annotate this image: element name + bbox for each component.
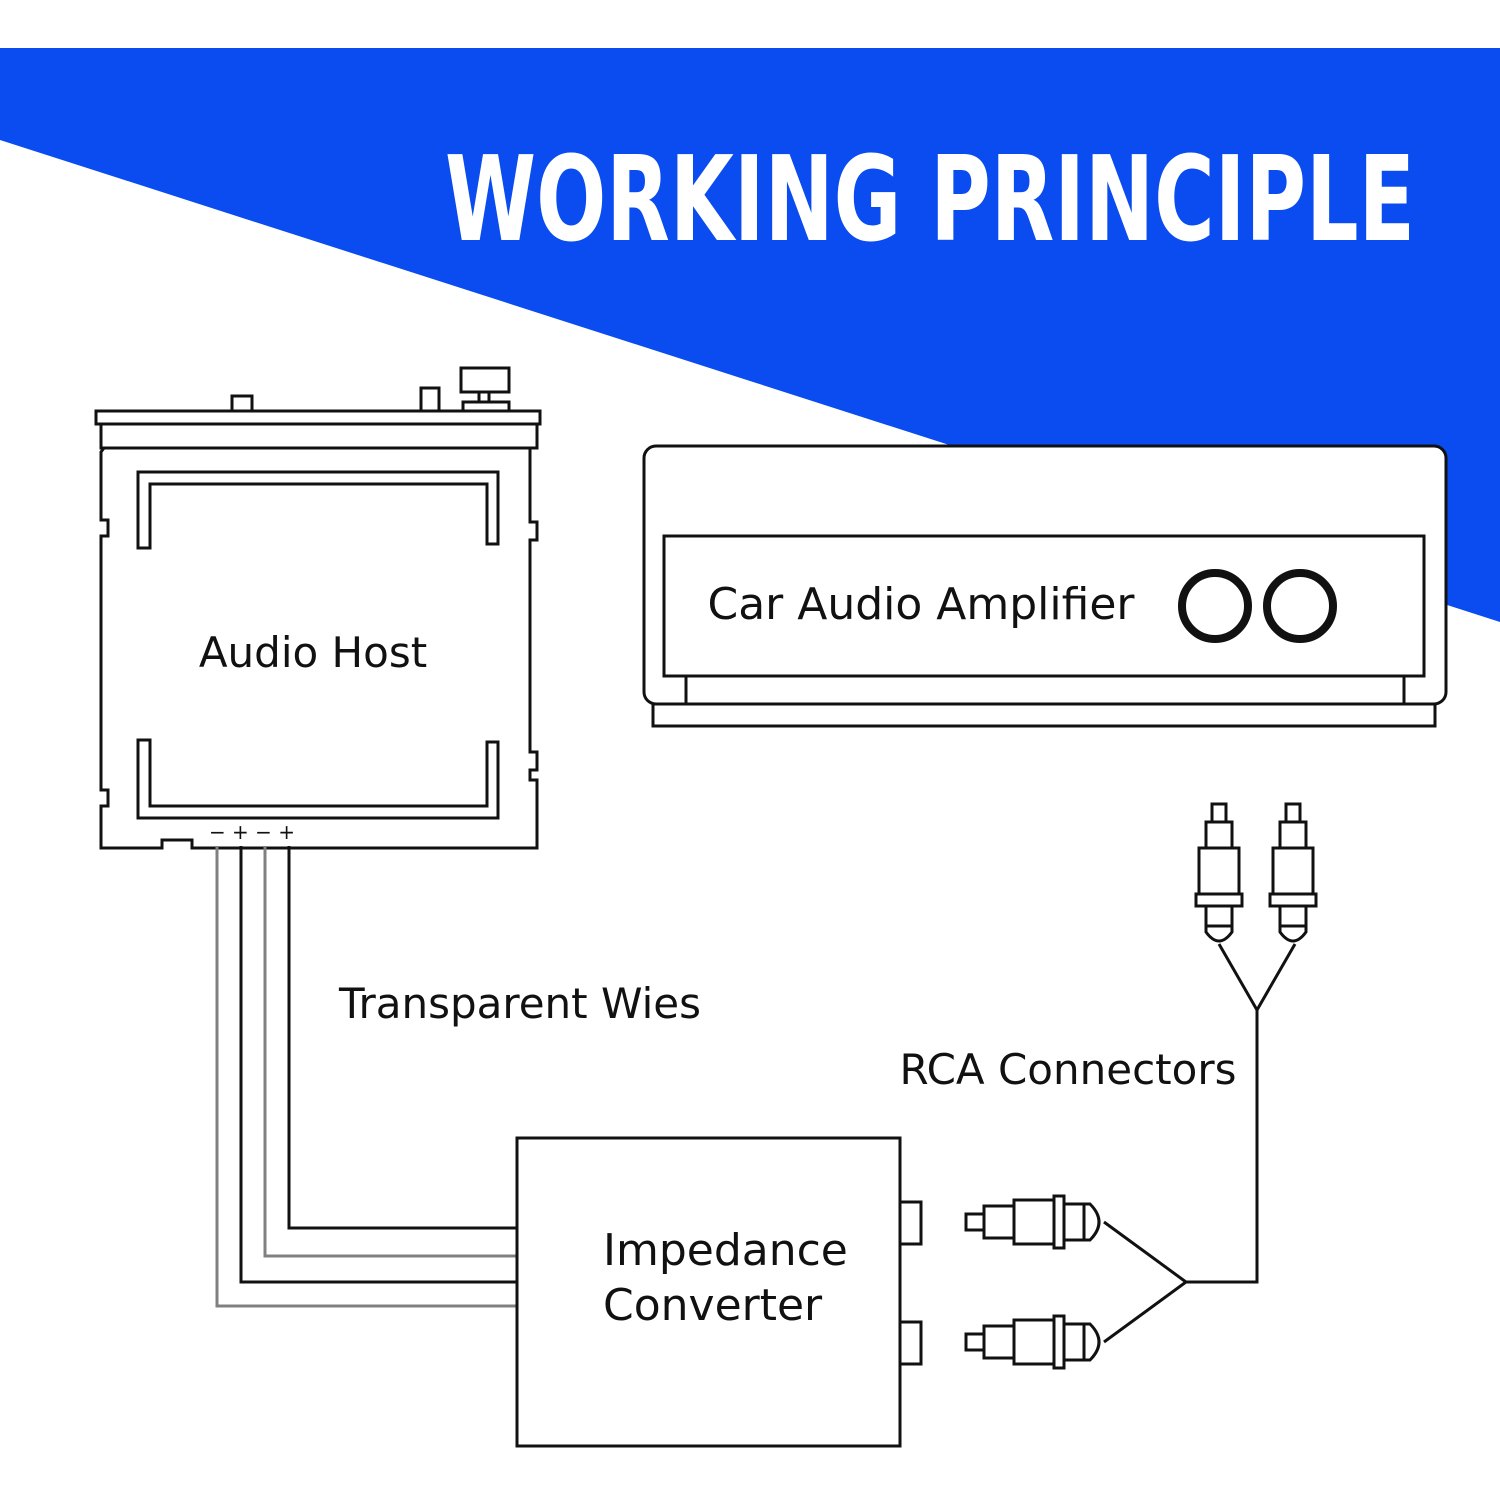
wires-label: Transparent Wies <box>338 979 701 1028</box>
audio-host-label: Audio Host <box>199 628 427 677</box>
rca-plug-upper <box>964 1194 1101 1250</box>
transparent-wires <box>215 846 517 1308</box>
converter-label-line1: Impedance <box>603 1225 848 1276</box>
page-title: WORKING PRINCIPLE <box>445 130 1415 268</box>
rca-plug-vertical-right <box>1268 802 1318 943</box>
converter-label-line2: Converter <box>603 1280 823 1331</box>
car-audio-amplifier <box>642 444 1448 728</box>
rca-connectors-label: RCA Connectors <box>899 1045 1236 1094</box>
rca-plug-lower <box>964 1314 1101 1370</box>
rca-plug-vertical-left <box>1194 802 1244 943</box>
amplifier-label: Car Audio Amplifier <box>707 579 1135 630</box>
amplifier-knob-right <box>1263 569 1337 643</box>
impedance-converter <box>515 1136 923 1448</box>
rca-cable <box>1103 943 1297 1344</box>
polarity-marks: − + − + <box>209 820 295 844</box>
audio-host-unit <box>94 366 542 850</box>
amplifier-knob-left <box>1178 569 1252 643</box>
